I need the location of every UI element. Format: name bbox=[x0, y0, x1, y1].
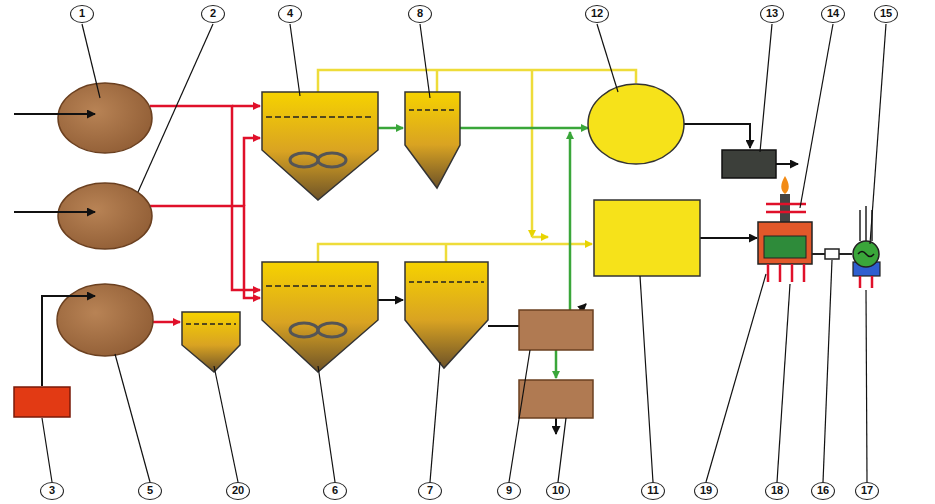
callout-number: 20 bbox=[226, 482, 250, 500]
callout-number: 2 bbox=[201, 5, 225, 23]
callout-number: 10 bbox=[546, 482, 570, 500]
callout-number: 14 bbox=[821, 5, 845, 23]
callout-number: 6 bbox=[323, 482, 347, 500]
callout-number: 7 bbox=[418, 482, 442, 500]
callout-number: 5 bbox=[138, 482, 162, 500]
callout-number: 17 bbox=[855, 482, 879, 500]
callout-number: 19 bbox=[694, 482, 718, 500]
callout-number: 12 bbox=[585, 5, 609, 23]
callout-number: 18 bbox=[765, 482, 789, 500]
callout-number: 11 bbox=[641, 482, 665, 500]
callout-number: 16 bbox=[811, 482, 835, 500]
callout-number: 9 bbox=[497, 482, 521, 500]
callout-number: 4 bbox=[278, 5, 302, 23]
callout-number: 3 bbox=[40, 482, 64, 500]
callout-number: 8 bbox=[408, 5, 432, 23]
callout-number: 1 bbox=[70, 5, 94, 23]
callout-number: 15 bbox=[874, 5, 898, 23]
callout-number: 13 bbox=[760, 5, 784, 23]
